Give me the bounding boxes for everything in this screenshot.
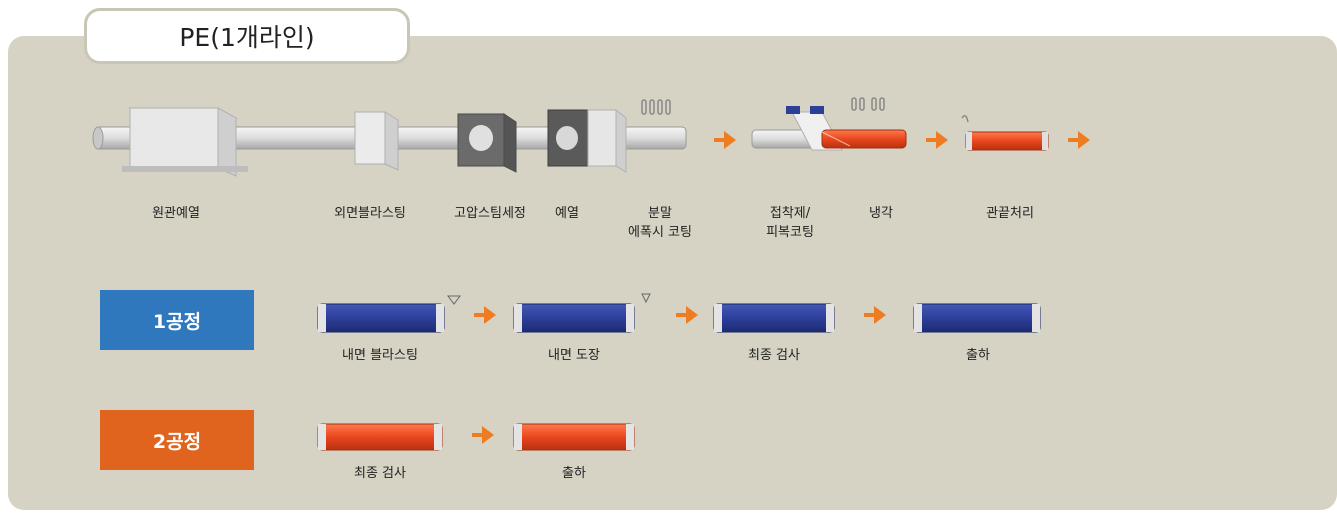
arrow-icon <box>1068 131 1090 149</box>
steam-wash-unit <box>457 113 517 173</box>
powder-nozzles <box>641 99 671 115</box>
process2-step-label: 최종 검사 <box>354 466 406 481</box>
step-label-line: 분말 <box>648 206 672 221</box>
end-treated-pipe <box>961 115 1049 151</box>
process2-step-label: 출하 <box>562 466 586 481</box>
step-label-line: 접착제/ <box>769 206 811 221</box>
process1-pipes <box>317 293 1041 333</box>
process1-step-label: 내면 도장 <box>548 348 600 363</box>
arrow-icon <box>714 131 736 149</box>
process1-step-label: 최종 검사 <box>748 348 800 363</box>
flow-arrows <box>472 131 1090 444</box>
arrow-icon <box>474 306 496 324</box>
cooling-nozzles <box>851 97 885 111</box>
step-label-line: 피복코팅 <box>766 225 814 240</box>
process1-step-label: 내면 블라스팅 <box>342 348 418 363</box>
step-label: 관끝처리 <box>986 206 1034 221</box>
step-label-line: 에폭시 코팅 <box>628 225 692 240</box>
step-label: 고압스팀세정 <box>454 206 526 221</box>
process1-step-label: 출하 <box>966 348 990 363</box>
blasting-unit <box>354 111 399 171</box>
arrow-icon <box>926 131 948 149</box>
step-label: 접착제/피복코팅 <box>740 204 840 242</box>
step-label: 냉각 <box>869 206 893 221</box>
arrow-icon <box>864 306 886 324</box>
step-label: 원관예열 <box>152 206 200 221</box>
process1-badge: 1공정 <box>100 290 254 350</box>
page-title: PE(1개라인) <box>84 8 410 64</box>
step-label: 예열 <box>555 206 579 221</box>
step-label: 외면블라스팅 <box>334 206 406 221</box>
process2-badge: 2공정 <box>100 410 254 470</box>
preheat-unit <box>547 108 627 173</box>
preheat-oven <box>122 107 248 177</box>
arrow-icon <box>472 426 494 444</box>
coating-section <box>751 106 907 151</box>
process2-pipes <box>317 423 635 451</box>
arrow-icon <box>676 306 698 324</box>
